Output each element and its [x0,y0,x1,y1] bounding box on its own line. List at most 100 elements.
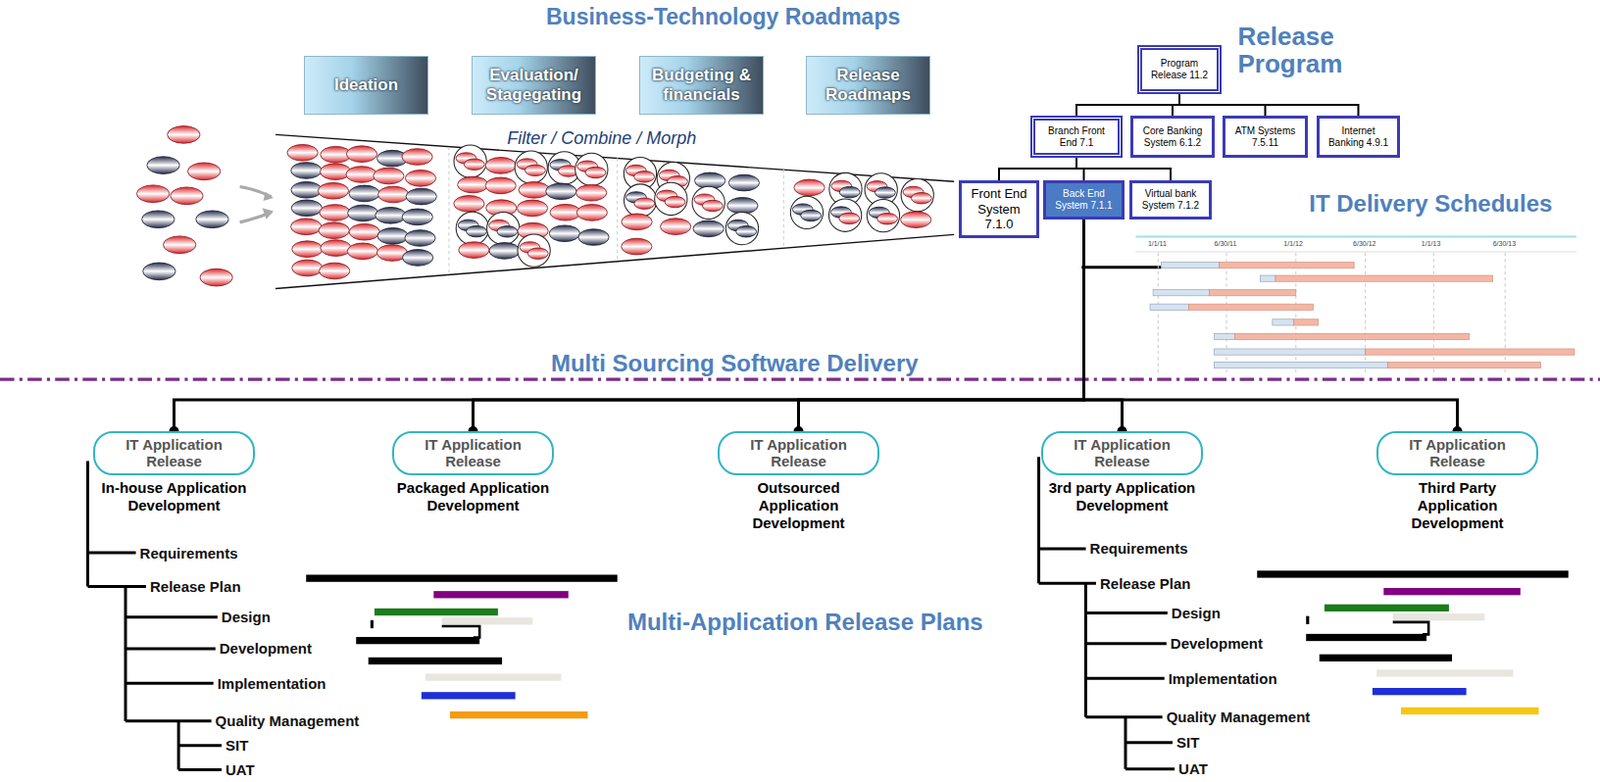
schedule-gridline [1226,252,1228,374]
stage-divider [783,169,785,250]
tree-line [1125,767,1175,771]
idea-group [725,211,758,245]
schedule-axis [1135,251,1577,253]
idea-group [487,212,520,246]
stage-box: Budgeting & financials [639,55,764,115]
sourcing-type: Packaged Application Development [380,479,567,515]
task-label: Requirements [140,545,239,562]
idea-ellipse [701,200,723,211]
plan-bracket [1393,622,1429,635]
idea-ellipse [585,166,606,178]
idea-ellipse [404,170,436,188]
schedule-planned [1189,303,1314,310]
task-label: Quality Management [1166,708,1311,726]
schedule-planned [1275,275,1494,282]
idea-ellipse [693,220,724,238]
input-arrowhead [263,192,274,201]
idea-ellipse [373,167,404,185]
idea-ellipse [188,162,221,181]
idea-ellipse [317,182,349,200]
task-label: Development [1170,635,1263,652]
release-plan-bar [374,608,499,616]
task-label: Implementation [1168,670,1278,688]
idea-ellipse [621,213,652,231]
idea-group [866,199,900,232]
release-plan-bar [1319,654,1452,662]
release-node: IT Application ReleaseThird Party Applic… [1376,431,1539,533]
idea-ellipse [485,177,516,195]
section-label: Multi-Application Release Plans [624,608,987,637]
idea-ellipse [147,156,180,175]
box-label: Front End System 7.1.0 [965,186,1033,233]
release-pill: IT Application Release [717,431,880,476]
idea-ellipse [291,218,322,236]
box-label: Evaluation/ Stagegating [476,65,592,106]
idea-ellipse [402,250,434,267]
date-label: 6/30/12 [1352,240,1376,248]
release-plan-bar [355,637,480,645]
box-label: Internet Banking 4.9.1 [1323,125,1394,150]
section-label: Filter / Combine / Morph [504,128,699,150]
sourcing-type: Third Party Application Development [1384,479,1532,533]
scaled-artwork [0,126,1600,720]
tree-connector [1179,94,1359,116]
release-heading: IT Application Release [1050,436,1194,471]
system-box: Branch Front End 7.1 [1030,115,1123,158]
tree-line [124,586,128,721]
box-label: Branch Front End 7.1 [1039,125,1114,150]
idea-ellipses [136,126,934,287]
idea-ellipse [578,229,609,247]
tree-line [1085,642,1166,646]
idea-ellipse [401,149,433,166]
schedule-planned [1234,333,1469,340]
release-node: IT Application ReleaseIn-house Applicati… [93,431,255,515]
tree-line [125,647,216,650]
release-plan-bar [1305,634,1427,642]
plan-bracket [442,626,481,638]
idea-ellipse [346,146,377,163]
idea-ellipse [458,242,490,259]
idea-ellipse [839,212,860,224]
idea-ellipse [736,226,757,238]
idea-ellipse [576,204,607,222]
idea-ellipse [489,243,520,260]
idea-ellipse [466,225,488,237]
schedule-planned [1387,361,1541,368]
idea-group [623,184,656,217]
date-label: 6/30/13 [1493,240,1516,248]
sourcing-type: 3rd party Application Development [1044,479,1201,515]
idea-ellipse [634,198,655,209]
diagram-title: Business-Technology Roadmaps [546,3,900,31]
section-label: Release Program [1237,22,1365,79]
task-label: Design [1171,604,1221,622]
tree-line [125,615,218,619]
release-plan-bar [1400,707,1540,715]
idea-ellipse [457,176,489,194]
release-heading: IT Application Release [727,436,870,471]
release-pill: IT Application Release [1376,431,1539,476]
release-plan-bar [450,711,589,719]
system-box: Front End System 7.1.0 [958,180,1040,239]
tree-line [125,682,214,686]
idea-ellipse [320,240,351,257]
idea-ellipse [527,248,549,259]
system-box: Virtual bank System 7.1.2 [1129,180,1212,220]
sourcing-type: In-house Application Development [96,479,253,515]
stage-box: Release Roadmaps [805,55,931,115]
schedule-planned [1219,261,1354,268]
idea-ellipse [497,226,518,238]
idea-group [514,150,548,184]
tree-line [125,719,212,723]
idea-ellipse [375,206,406,224]
date-label: 1/1/11 [1148,240,1167,248]
idea-ellipse [664,196,686,207]
plan-tick [370,620,374,629]
schedule-planned [1208,290,1296,297]
schedule-done [1214,349,1366,355]
idea-ellipse [550,203,581,221]
release-plan-bar [305,574,617,582]
release-heading: IT Application Release [401,436,545,471]
idea-ellipse [143,262,176,281]
idea-ellipse [319,163,350,181]
idea-ellipse [800,209,822,221]
